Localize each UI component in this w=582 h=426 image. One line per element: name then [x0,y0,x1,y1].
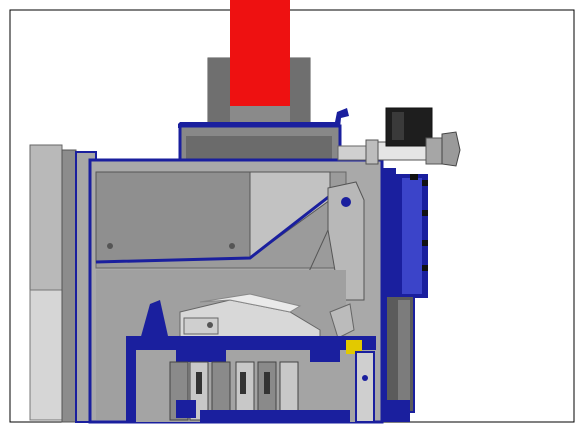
right-lower-panel [355,351,375,423]
flue-gas-flow [230,0,290,106]
grate-bars [169,361,350,422]
left-side-panel [29,144,97,423]
flue-collector [178,108,349,164]
bracket-bolt [341,197,351,207]
tube-bank [382,168,428,422]
baffle-plate [95,171,350,264]
motor-valve-assembly [337,107,461,167]
